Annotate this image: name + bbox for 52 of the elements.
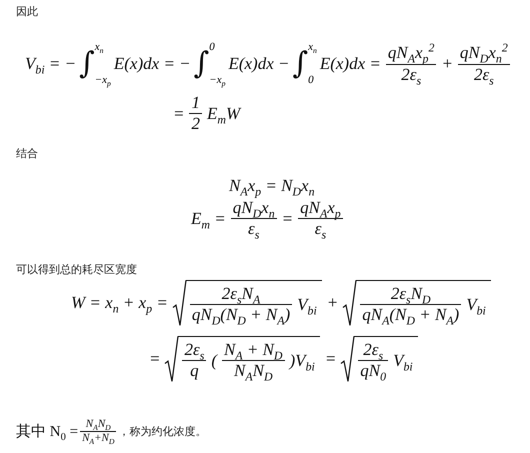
- fraction-denominator: qN$_{D}$(N$_{D}$ + N$_{A}$): [190, 305, 292, 326]
- integral-sign: ∫: [194, 49, 210, 79]
- math-expression: E(x)dx = −: [112, 54, 192, 74]
- chinese-text: 因此: [16, 4, 38, 19]
- fraction-denominator: 2ε$_{s}$: [400, 64, 422, 85]
- fraction-numerator: 2ε$_{s}$: [183, 340, 206, 360]
- integral-upper-limit: 0: [209, 42, 216, 53]
- fraction-denominator: 2ε$_{s}$: [472, 64, 495, 85]
- fraction-numerator: 2ε$_{s}$N$_{A}$: [220, 284, 262, 304]
- math-expression: E(x)dx =: [318, 54, 382, 74]
- integral-lower-limit: −x$_{p}$: [209, 75, 226, 86]
- chinese-text: 结合: [16, 146, 38, 161]
- chinese-text: ，称为约化浓度。: [118, 424, 206, 440]
- fraction-denominator: ε$_{s}$: [314, 219, 328, 240]
- fraction-denominator: ε$_{s}$: [247, 219, 260, 240]
- fraction-numerator: 1: [190, 93, 201, 114]
- math-expression: V$_{bi}$: [392, 350, 414, 371]
- chinese-text: 可以得到总的耗尽区宽度: [16, 262, 137, 277]
- math-expression: V$_{bi}$: [296, 294, 318, 315]
- integral-upper-limit: x$_{n}$: [94, 42, 104, 53]
- fraction-numerator: qN$_{D}$x$_{n}$: [232, 198, 276, 218]
- fraction-numerator: 2ε$_{s}$: [362, 340, 384, 360]
- integral-lower-limit: −x$_{p}$: [94, 75, 111, 86]
- fraction-denominator: N$_{A}$+N$_{D}$: [81, 432, 116, 446]
- fraction-denominator: N$_{A}$N$_{D}$: [232, 361, 274, 382]
- integral-lower-limit: 0: [308, 75, 315, 86]
- fraction-denominator: qN$_{A}$(N$_{D}$ + N$_{A}$): [361, 305, 460, 326]
- integral-sign: ∫: [292, 49, 308, 79]
- math-expression: (: [210, 350, 219, 371]
- math-expression: E$_{m}$ =: [190, 208, 227, 229]
- math-expression: W = x$_{n}$ + x$_{p}$ =: [70, 292, 169, 313]
- fraction-numerator: N$_{A}$ + N$_{D}$: [223, 340, 284, 360]
- fraction-denominator: 2: [190, 114, 201, 135]
- fraction-denominator: q: [189, 361, 200, 382]
- math-expression: =: [148, 348, 162, 369]
- integral-upper-limit: x$_{n}$: [308, 42, 317, 53]
- math-expression: =: [324, 348, 338, 369]
- fraction-denominator: qN$_{0}$: [359, 361, 388, 382]
- math-expression: =: [172, 104, 186, 124]
- math-expression: V$_{bi}$: [465, 294, 487, 315]
- math-expression: N$_{A}$x$_{p}$ = N$_{D}$x$_{n}$: [228, 176, 316, 196]
- fraction-numerator: N$_{A}$N$_{D}$: [84, 418, 112, 432]
- chinese-text: 其中 N$_{0}$ =: [16, 422, 78, 442]
- math-expression: +: [326, 292, 340, 313]
- math-expression: V$_{bi}$ = −: [24, 54, 78, 74]
- integral-sign: ∫: [79, 49, 95, 79]
- math-expression: =: [280, 208, 294, 229]
- math-expression: )V$_{bi}$: [288, 350, 316, 371]
- math-expression: E(x)dx −: [227, 54, 290, 74]
- math-expression: E$_{m}$W: [206, 104, 242, 124]
- fraction-numerator: 2ε$_{s}$N$_{D}$: [390, 284, 432, 304]
- math-expression: +: [440, 54, 454, 74]
